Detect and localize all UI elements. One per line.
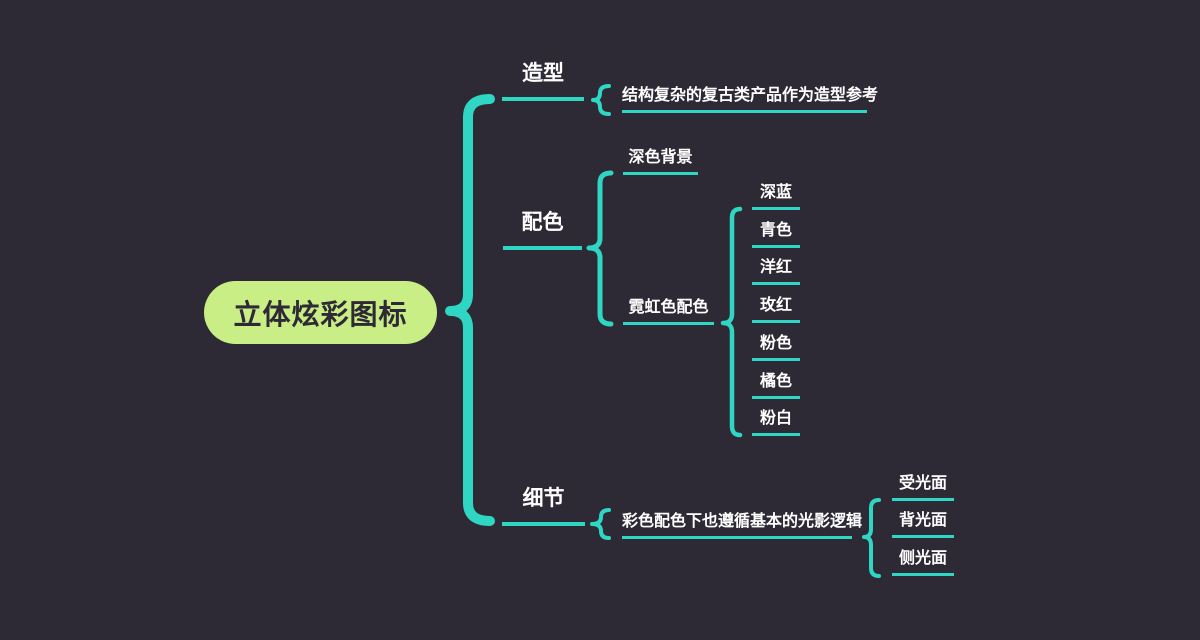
branch-palette[interactable]: 配色 (503, 211, 582, 250)
root-brace (445, 94, 495, 526)
branch-shape[interactable]: 造型 (502, 62, 584, 101)
topic-color-pink-white[interactable]: 粉白 (752, 409, 800, 436)
topic-color-deep-blue[interactable]: 深蓝 (752, 183, 800, 210)
neon-colors-brace (720, 206, 743, 438)
topic-light-logic[interactable]: 彩色配色下也遵循基本的光影逻辑 (622, 512, 862, 539)
topic-dark-background[interactable]: 深色背景 (623, 148, 698, 175)
topic-shape-reference[interactable]: 结构复杂的复古类产品作为造型参考 (622, 86, 878, 113)
shape-branch-brace (591, 84, 611, 116)
topic-lit-face[interactable]: 受光面 (892, 474, 954, 501)
topic-side-lit-face[interactable]: 侧光面 (892, 549, 954, 576)
topic-color-orange[interactable]: 橘色 (752, 372, 800, 399)
branch-detail[interactable]: 细节 (502, 487, 585, 526)
topic-backlit-face[interactable]: 背光面 (892, 511, 954, 538)
topic-color-cyan[interactable]: 青色 (752, 221, 800, 248)
light-faces-brace (862, 498, 881, 578)
topic-color-rose[interactable]: 玫红 (752, 296, 800, 323)
topic-neon-palette[interactable]: 霓虹色配色 (623, 298, 714, 325)
color-branch-brace (586, 170, 614, 327)
root-topic-label: 立体炫彩图标 (233, 298, 408, 330)
topic-color-magenta[interactable]: 洋红 (752, 258, 800, 285)
topic-color-pink[interactable]: 粉色 (752, 334, 800, 361)
root-topic[interactable]: 立体炫彩图标 (204, 281, 437, 344)
detail-branch-brace (590, 508, 611, 540)
